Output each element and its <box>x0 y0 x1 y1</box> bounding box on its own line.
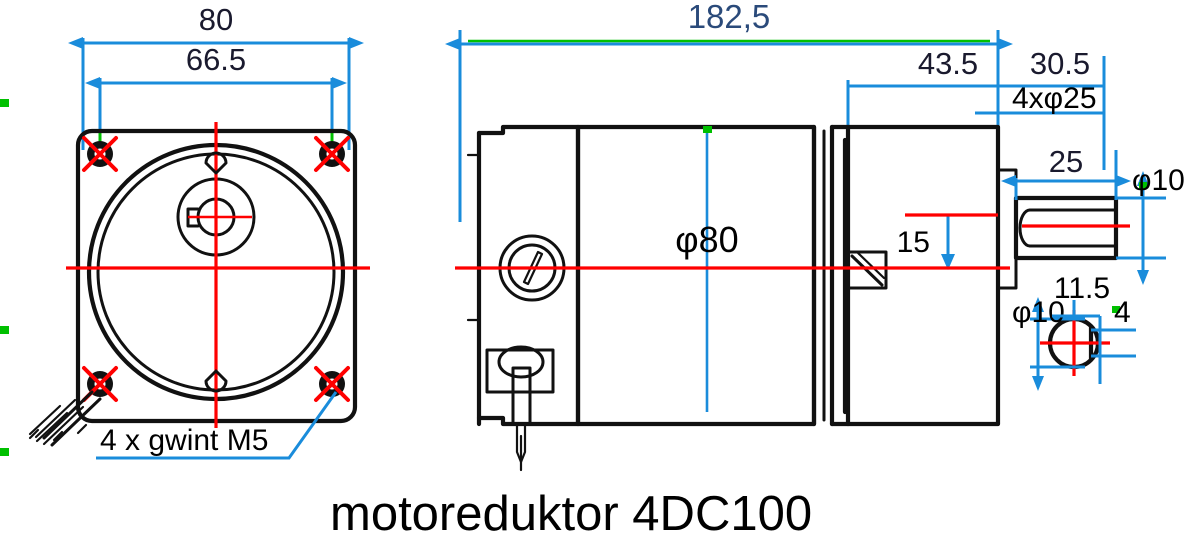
dimension-flange-bore: 4xφ25 <box>975 82 1104 115</box>
dimension-body-diameter: φ80 <box>675 126 739 412</box>
side-lead-boss <box>485 345 555 472</box>
dimension-shaft-diameter-label: φ10 <box>1132 164 1185 197</box>
dimension-overall-length: 182,5 <box>445 0 1013 222</box>
dimension-shaft-offset-label: 15 <box>897 226 930 259</box>
dimension-body-diameter-label: φ80 <box>675 219 738 260</box>
dimension-gearbox-length-label: 43.5 <box>918 46 978 81</box>
detail-dimension-shaft-diameter-label: φ10 <box>1012 296 1065 329</box>
drawing-title: motoreduktor 4DC100 <box>330 487 812 541</box>
dimension-flange-bore-label: 4xφ25 <box>1012 82 1097 115</box>
mounting-hole-top-right <box>314 136 350 172</box>
detail-dimension-key-width-label: 4 <box>1114 296 1131 329</box>
front-wire-leads <box>28 390 102 447</box>
front-view: 80 66.5 <box>28 2 370 460</box>
detail-dimension-shaft-diameter: φ10 <box>1012 296 1085 391</box>
note-thread-label: 4 x gwint M5 <box>100 424 268 457</box>
dimension-shaft-length: 25 <box>1001 144 1131 200</box>
detail-dimension-key-width: 4 <box>1091 296 1136 384</box>
snap-point-markers <box>0 99 9 456</box>
side-view: 182,5 43.5 30.5 4xφ25 <box>445 0 1185 472</box>
dimension-front-width: 80 <box>68 2 364 150</box>
dimension-shaft-diameter: φ10 <box>1116 164 1185 285</box>
dimension-shaft-offset: 15 <box>897 213 998 270</box>
front-boss-markers <box>204 151 228 393</box>
note-thread-leader <box>96 391 338 460</box>
dimension-front-bolt-spacing-label: 66.5 <box>186 42 246 77</box>
dimension-front-width-label: 80 <box>199 2 233 37</box>
dimension-shaft-length-label: 25 <box>1049 144 1083 179</box>
detail-dimension-flat-depth-label: 11.5 <box>1054 272 1110 305</box>
side-key-tab <box>846 250 888 290</box>
dimension-gearbox-length: 43.5 <box>846 46 998 132</box>
detail-dimension-flat-depth: 11.5 <box>1052 272 1110 318</box>
side-output-shaft <box>1013 195 1119 261</box>
mounting-hole-top-left <box>82 136 118 172</box>
shaft-end-detail-view: φ10 11.5 4 <box>1012 272 1136 391</box>
dimension-flange-length-label: 30.5 <box>1030 46 1090 81</box>
front-mounting-holes <box>82 136 350 402</box>
mounting-hole-bottom-left <box>82 366 118 402</box>
mounting-hole-bottom-right <box>314 366 350 402</box>
side-body-outline <box>466 124 1018 427</box>
dimension-overall-length-label: 182,5 <box>688 0 771 35</box>
